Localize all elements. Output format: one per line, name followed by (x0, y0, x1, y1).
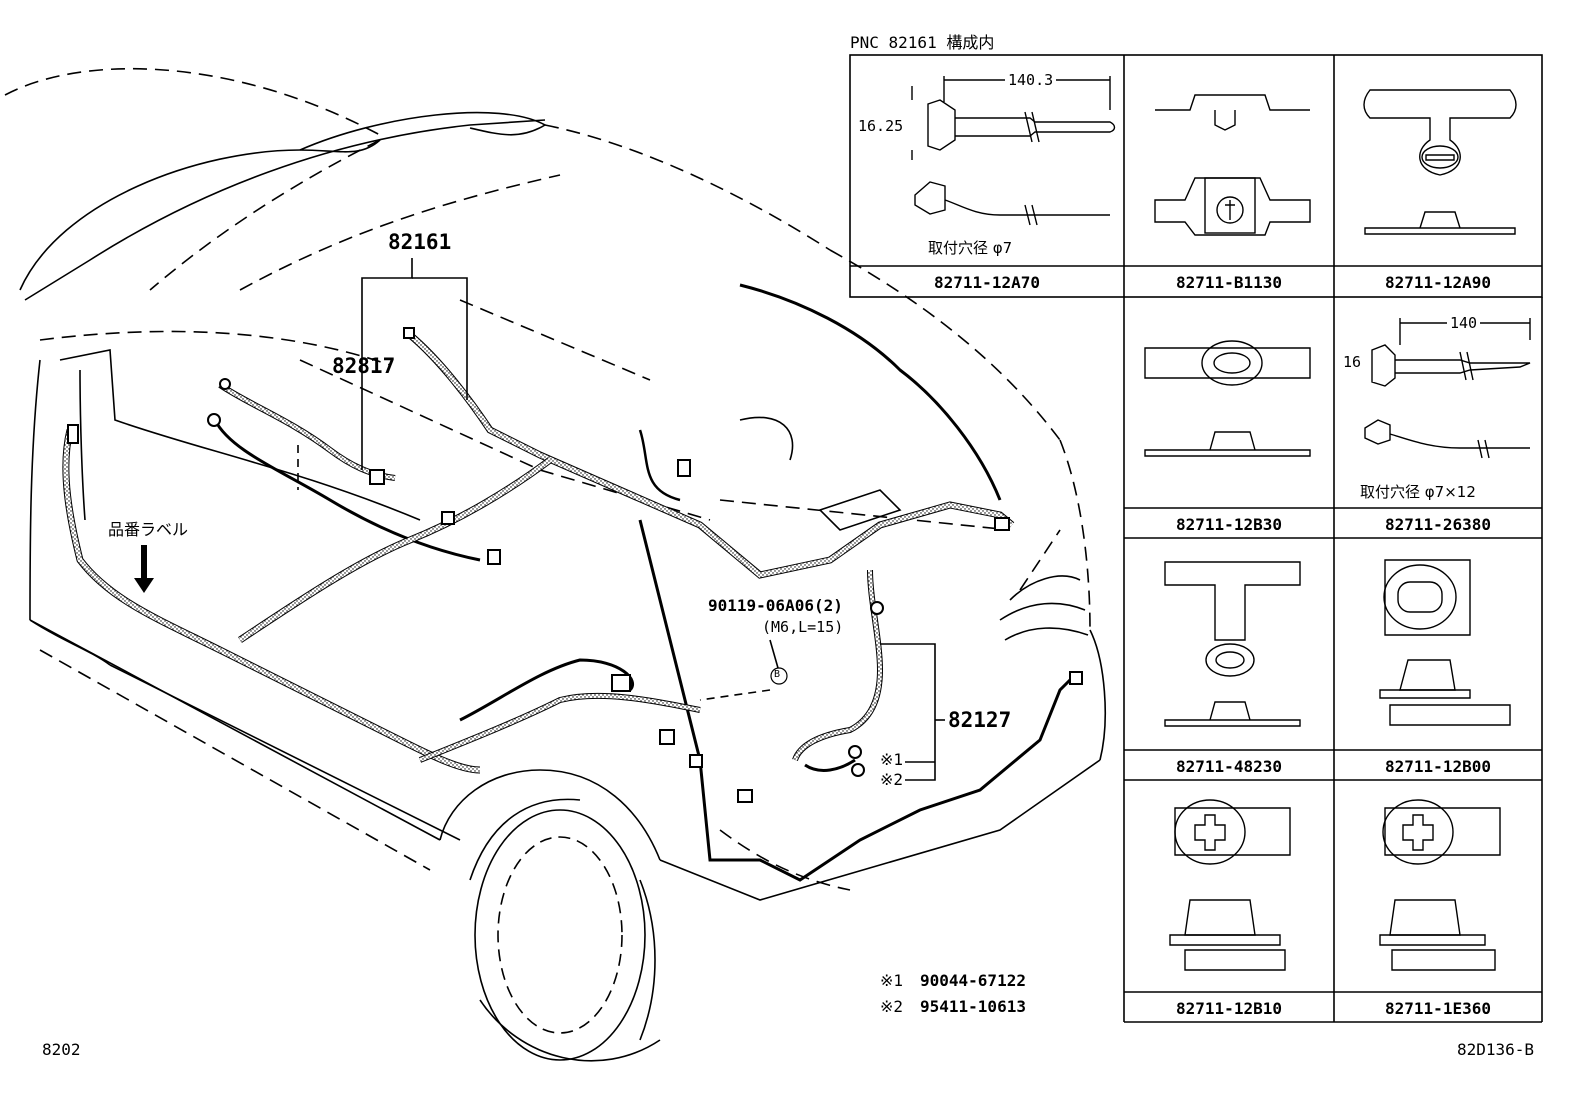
clip-48230-drawing (1164, 561, 1301, 727)
callout-ref2: ※2 (880, 770, 904, 789)
part-82711-1e360: 82711-1E360 (1385, 999, 1491, 1018)
callout-82161: 82161 (388, 230, 452, 254)
clip-12a70-drawing (911, 76, 1116, 226)
note-2-part: 95411-10613 (920, 997, 1026, 1016)
part-82711-12b10: 82711-12B10 (1176, 999, 1282, 1018)
part-82711-12b00: 82711-12B00 (1385, 757, 1491, 776)
clip-12b10-drawing (1169, 799, 1291, 971)
note-2-mark: ※2 (880, 997, 904, 1016)
clip-table-grid (849, 54, 1543, 1023)
dim-26380-height: 16 (1343, 353, 1362, 371)
clip-1e360-drawing (1379, 799, 1501, 971)
part-82711-48230: 82711-48230 (1176, 757, 1282, 776)
page-code: 8202 (42, 1040, 81, 1059)
note-1-part: 90044-67122 (920, 971, 1026, 990)
table-heading: PNC 82161 構成内 (850, 33, 995, 52)
part-82711-12a90: 82711-12A90 (1385, 273, 1491, 292)
label-arrow (134, 545, 154, 593)
part-82711-12a70: 82711-12A70 (934, 273, 1040, 292)
note-1-mark: ※1 (880, 971, 904, 990)
part-82711-12b30: 82711-12B30 (1176, 515, 1282, 534)
callout-82817: 82817 (332, 354, 396, 378)
harness-82161-trunk (407, 332, 1015, 579)
clip-26380-drawing (1364, 318, 1531, 459)
dim-26380-length: 140 (1447, 316, 1481, 331)
bolt-ref-circle (770, 667, 788, 685)
hole-12a70: 取付穴径 φ7 (928, 239, 1013, 257)
clip-12a90-drawing (1363, 89, 1517, 235)
callout-ref1: ※1 (880, 750, 904, 769)
part-82711-26380: 82711-26380 (1385, 515, 1491, 534)
callout-bolt-spec: (M6,L=15) (762, 618, 844, 636)
callout-bolt-part: 90119-06A06(2) (708, 596, 843, 615)
wire-harness-group (62, 283, 1077, 882)
dim-12a70-height: 16.25 (858, 117, 904, 135)
clip-12b00-drawing (1379, 559, 1511, 726)
car-body-outline (4, 67, 1106, 1062)
clip-12b30-drawing (1144, 340, 1311, 457)
leader-lines (361, 258, 945, 781)
clip-b1130-drawing (1154, 94, 1311, 236)
label-tag: 品番ラベル (108, 520, 189, 539)
connector-group (67, 327, 1083, 803)
part-82711-b1130: 82711-B1130 (1176, 273, 1282, 292)
callout-bolt-ref: B (774, 669, 781, 680)
dim-12a70-length: 140.3 (1005, 73, 1057, 88)
figure-code: 82D136-B (1457, 1040, 1535, 1059)
callout-82127: 82127 (948, 708, 1012, 732)
hole-26380: 取付穴径 φ7×12 (1360, 483, 1476, 501)
